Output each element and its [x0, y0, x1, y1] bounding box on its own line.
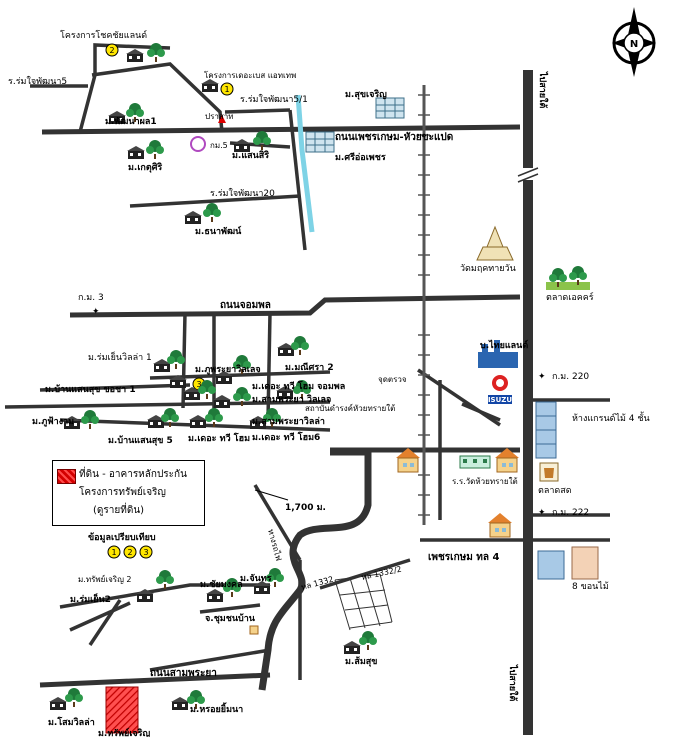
railway: [418, 85, 430, 525]
label-market: ตลาดสด: [538, 486, 572, 496]
label-sale: สถาบันดำรงค์หัวยทรายใต้: [305, 403, 395, 413]
label-baan-sukh: ม.บ้านแสนสุข 5: [108, 435, 173, 446]
label-klaosri: ม.เกตุศิริ: [128, 162, 162, 173]
label-hall: จุดตรวจ: [378, 375, 407, 384]
label-rom-20: ร.ร่มใจพัฒนา20: [210, 188, 275, 199]
label-main-highway-top: ไปสายใต้: [537, 71, 549, 108]
label-sampraya: ถนนสามพระยา: [150, 668, 217, 679]
factory-icon: [478, 340, 518, 368]
label-chaiyamongkol: ม.ชัยมงคล: [200, 579, 243, 590]
label-baan-ua: ม.บ้านแสนสุข ขอชา 1: [45, 384, 136, 395]
checkpoint-icon: [249, 625, 259, 635]
compass-icon: N: [612, 7, 656, 77]
km-222-mark: ✦: [538, 508, 546, 518]
label-ke2: ม.สามพระยาวิลล่า: [252, 416, 325, 427]
lot-grid: [334, 573, 393, 631]
label-rom-5: ร.ร่มใจพัฒนา5: [8, 76, 67, 87]
label-distance: 1,700 ม.: [285, 503, 326, 513]
label-jompol: ถนนจอมพล: [220, 300, 271, 311]
seal-icon: [190, 136, 206, 152]
label-chan: ม.จันทร: [240, 573, 272, 584]
legend-line-2: โครงการทรัพย์เจริญ: [79, 487, 166, 498]
label-phetkasem-4: เพชรเกษม ทล 4: [428, 552, 500, 563]
legend-box: ที่ดิน - อาคารหลักประกัน โครงการทรัพย์เจ…: [52, 460, 205, 526]
label-phuphan: ม.ภูฟ้างาม: [32, 416, 74, 427]
label-km-222: ก.ม. 222: [552, 508, 589, 518]
label-main-highway-bottom: ไปสายใต้: [507, 664, 519, 701]
market-icon: [539, 462, 559, 482]
label-prasat: ปราสาท: [205, 112, 234, 121]
label-1332: ทล 1332: [300, 575, 334, 592]
label-baan-ek: โครงการเดอะเบส แอทเทพ: [204, 70, 296, 80]
comparison-marker-3: 3: [143, 548, 148, 557]
marker-2[interactable]: 2: [105, 43, 119, 57]
label-ke-home6: ม.เดอะ ทวี โฮม6: [252, 431, 320, 443]
label-manisa: ม.มณีศรา 2: [285, 362, 334, 373]
canal: [295, 94, 315, 233]
label-km5: กม.5: [210, 141, 228, 150]
comparison-markers: 1 2 3: [107, 545, 153, 559]
label-wanakorn: ตลาดเอคคร์: [546, 291, 594, 303]
label-warehouse: ห้างแกรนด์ไม้ 4 ชั้น: [572, 411, 650, 424]
label-railway: ทางรถไฟ: [266, 528, 283, 562]
label-tharasak2: ม.ทรัพย์เจริญ: [98, 727, 151, 737]
label-tharasak: ม.ทรัพย์เจริญ 2: [78, 574, 132, 584]
compass-letter: N: [630, 39, 638, 50]
building-icon: [375, 97, 405, 119]
label-sanitai: ม.ส้มสุข: [345, 656, 377, 667]
label-sukcharoen: ม.สุขเจริญ: [345, 89, 387, 100]
label-sanesri: ม.แสนสิริ: [232, 150, 269, 161]
label-mophan: ม.หรอยยิ้มนา: [190, 702, 243, 715]
svg-text:3: 3: [196, 380, 201, 389]
label-ke-home: ม.เดอะ ทวี โฮม: [188, 432, 250, 444]
label-wat: วัดมฤคทายวัน: [460, 264, 516, 274]
isuzu-logo: ISUZU: [488, 375, 512, 404]
km-3-mark: ✦: [92, 307, 100, 317]
distance-arrow: [254, 489, 289, 501]
comparison-marker-1: 1: [111, 548, 116, 557]
label-somwilla: ม.โสมวิลล่า: [48, 716, 95, 728]
park-icon: [546, 266, 590, 290]
label-phetkasem: ถนนเพชรเกษม-หัวยขะแปด: [335, 131, 453, 143]
winding-road: [258, 448, 372, 691]
label-phet1: ม.พัฒนาผล1: [105, 116, 157, 127]
label-rom-villa: ม.ร่มเย็นวิลล่า 1: [88, 350, 152, 363]
label-pbplan: บ.ไทยแลนด์: [480, 339, 528, 351]
comparison-marker-2: 2: [127, 548, 132, 557]
label-km-220: ก.ม. 220: [552, 372, 589, 382]
label-apartments: 8 ขอนไม้: [572, 581, 609, 592]
subject-property-plot[interactable]: [105, 686, 139, 734]
red-pin-icon: [218, 115, 226, 123]
marker-1[interactable]: 1: [220, 82, 234, 96]
temple-icon: [476, 225, 514, 261]
legend-line-3: (ดูรายที่ดิน): [93, 505, 145, 516]
km-220-mark: ✦: [538, 372, 546, 382]
school-icon: [459, 455, 491, 469]
building-icon: [305, 131, 335, 153]
svg-text:1: 1: [224, 85, 229, 94]
shophouse-icon: [535, 401, 557, 459]
label-rom-5-1: ร.ร่มใจพัฒนา5/1: [240, 94, 308, 105]
legend-line-1: ที่ดิน - อาคารหลักประกัน: [79, 469, 187, 480]
label-km-3: ก.ม. 3: [78, 293, 104, 303]
label-chaiban: จ.ชุมชนบ้าน: [205, 613, 256, 624]
label-phu1: ม.ภูพระยาวิลเลจ: [195, 364, 261, 375]
isuzu-label: ISUZU: [488, 396, 512, 404]
label-chai: โครงการโชคชัยแลนด์: [60, 29, 147, 41]
svg-text:2: 2: [109, 46, 114, 55]
condo-icon: [537, 546, 599, 580]
comparison-title: ข้อมูลเปรียบเทียบ: [88, 532, 156, 543]
label-tanaphan: ม.ธนาพัฒน์: [195, 225, 242, 237]
label-ke1: ม.เดอะ ทวี โฮม จอมพล: [252, 380, 345, 392]
label-nimit: ร.ร.วัดห้วยทรายใต้: [452, 477, 518, 486]
legend-swatch-icon: [57, 469, 76, 484]
shop-icon: [487, 512, 513, 538]
label-sm-yen: ม.ร่มเย็น2: [70, 592, 111, 605]
label-sam-villa: ม.สามพระยา วิลเลจ: [252, 394, 331, 405]
label-sriphet: ม.ศรีอ่อเพชร: [335, 152, 386, 163]
